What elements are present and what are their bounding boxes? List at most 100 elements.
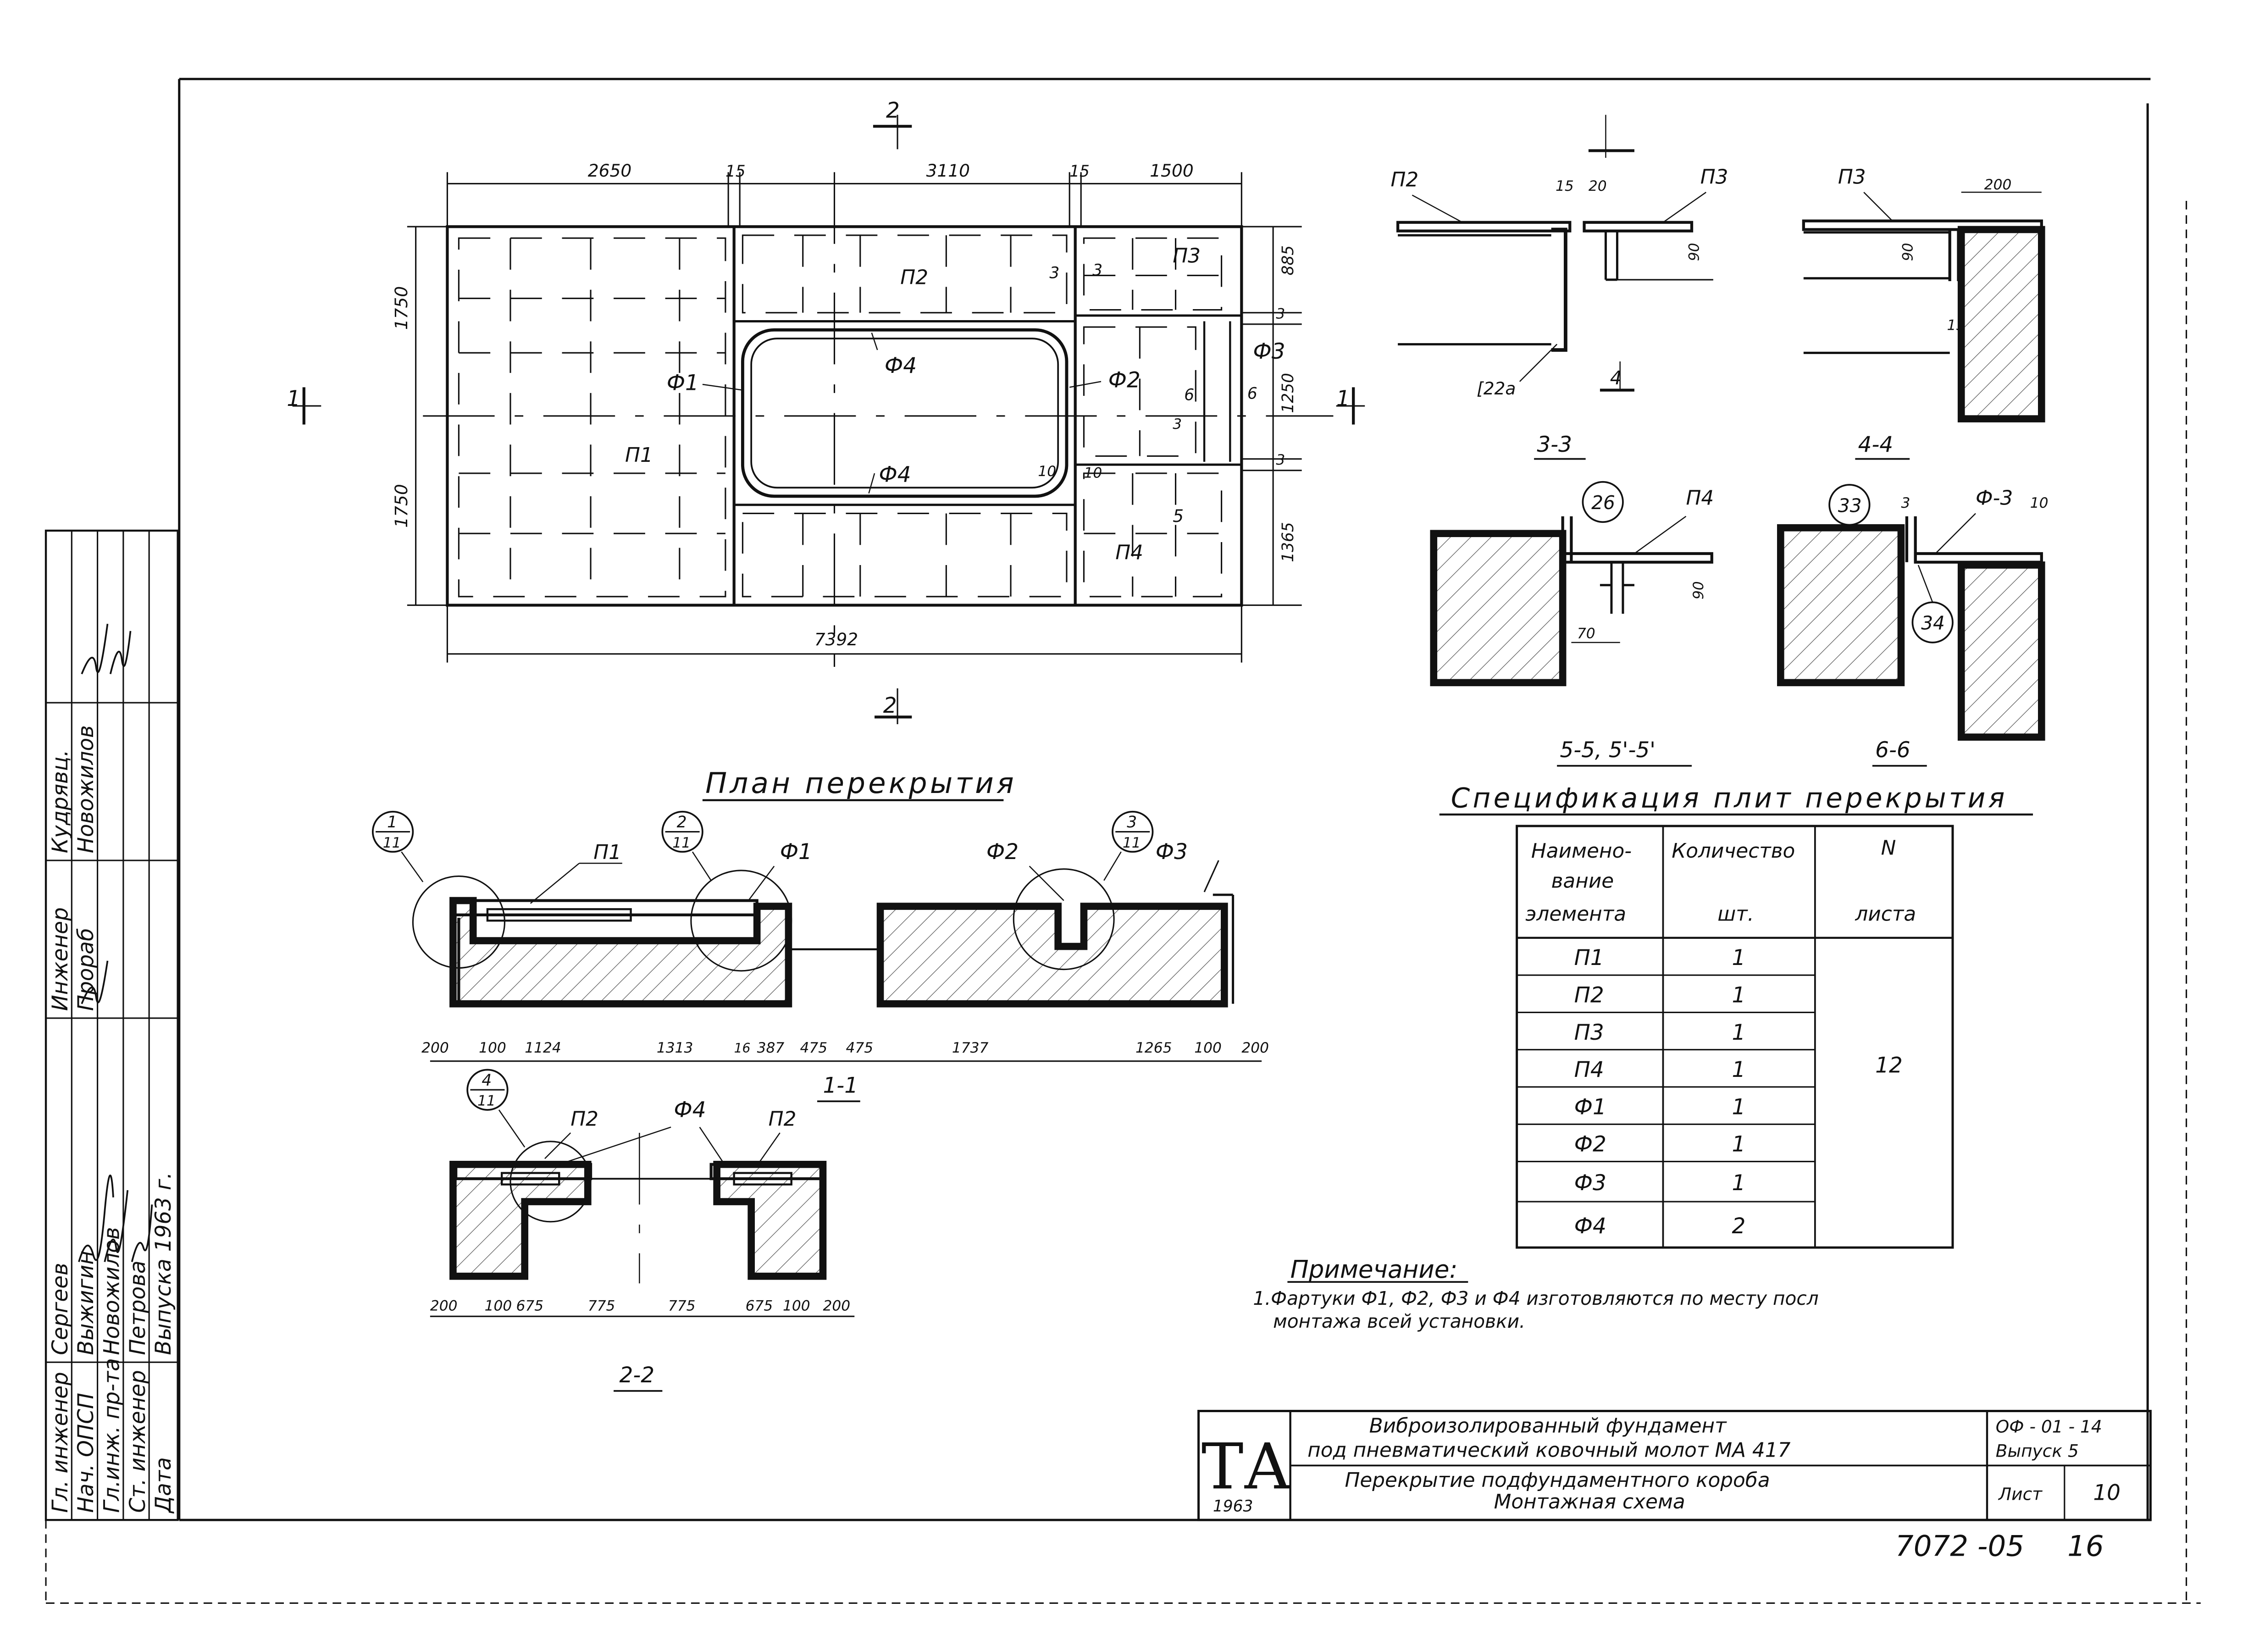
- plan-label-p2: П2: [900, 266, 928, 289]
- floor-plan: 2650 15 3110 15 1500 7392 1750 1750 885 …: [287, 98, 1365, 801]
- title-issue: Выпуск 5: [1996, 1441, 2079, 1461]
- cut-mark-2-top-label: 2: [886, 98, 900, 123]
- d44-dim-1: 200: [1984, 177, 2012, 193]
- plan-inner-dim-1: 3: [1049, 264, 1059, 283]
- section-1-1-title: 1-1: [823, 1073, 858, 1098]
- plan-label-f4-bottom: Ф4: [879, 462, 911, 488]
- spec-row-name: Ф4: [1574, 1214, 1606, 1239]
- spec-row-name: П3: [1574, 1020, 1604, 1045]
- detail-5-5-title: 5-5, 5'-5': [1560, 737, 1656, 763]
- d55-circle: 26: [1591, 492, 1615, 514]
- stamp-role-5: Дата: [151, 1457, 176, 1513]
- callout-1-sheet: 11: [383, 835, 401, 851]
- section-1-label-f2: Ф2: [986, 839, 1019, 865]
- cut-mark-1-right-label: 1: [1336, 386, 1350, 411]
- d33-label-p2: П2: [1390, 168, 1418, 192]
- spec-header-sheet-1: N: [1881, 837, 1896, 860]
- d33-dim-2: 20: [1589, 178, 1607, 194]
- spec-row-name: П1: [1574, 945, 1604, 970]
- s11-dim-10: 1265: [1135, 1040, 1172, 1056]
- s22-dim-6: 675: [746, 1298, 773, 1314]
- d66-dim-2: 10: [2030, 495, 2049, 511]
- plan-inner-dim-5: 10: [1038, 463, 1056, 480]
- plan-dim-top-2: 15: [725, 162, 746, 181]
- callout-2-sheet: 11: [672, 835, 691, 851]
- section-2-2-title: 2-2: [620, 1363, 655, 1388]
- spec-row-qty: 1: [1732, 1170, 1746, 1196]
- callout-1-11: 1 11: [371, 810, 424, 882]
- spec-header-qty-2: шт.: [1717, 902, 1754, 926]
- callout-4-num: 4: [482, 1071, 492, 1090]
- s11-dim-6: 387: [757, 1040, 785, 1056]
- spec-row-name: П2: [1574, 983, 1604, 1008]
- d55-dim-1: 90: [1690, 581, 1707, 599]
- callout-4-11: 4 11: [466, 1069, 526, 1148]
- detail-3-3: П2 П3 [22а 15 20 90 4 3-3: [1390, 115, 1728, 460]
- section-1-label-f3: Ф3: [1156, 839, 1188, 865]
- spec-row-qty: 1: [1732, 1057, 1746, 1082]
- callout-3-11: 3 11: [1103, 810, 1154, 881]
- s22-dim-7: 100: [783, 1298, 810, 1314]
- s11-dim-1: 200: [421, 1040, 449, 1056]
- note-title: Примечание:: [1290, 1255, 1458, 1284]
- d33-cut-mark: 4: [1610, 367, 1622, 389]
- title-line-4: Монтажная схема: [1494, 1490, 1685, 1513]
- note-line-1: 1.Фартуки Ф1, Ф2, Ф3 и Ф4 изготовляются …: [1253, 1287, 1818, 1309]
- spec-row-qty: 1: [1732, 1094, 1746, 1120]
- plan-inner-dim-4: 6: [1247, 384, 1257, 403]
- spec-table: Спецификация плит перекрытия Наимено- ва…: [1439, 782, 2033, 1249]
- callout-2-11: 2 11: [661, 810, 712, 881]
- callout-2-num: 2: [677, 813, 687, 832]
- spec-sheet-no: 12: [1875, 1053, 1903, 1078]
- d55-dim-2: 70: [1577, 625, 1595, 642]
- title-line-1: Виброизолированный фундамент: [1369, 1414, 1728, 1437]
- spec-row-qty: 1: [1732, 1132, 1746, 1157]
- plan-dim-bottom: 7392: [814, 629, 858, 649]
- stamp-role-3: Гл.инж. пр-та: [99, 1358, 124, 1513]
- s11-dim-2: 100: [479, 1040, 506, 1056]
- plan-label-f1: Ф1: [667, 371, 699, 396]
- spec-row-name: Ф1: [1574, 1094, 1606, 1120]
- s11-dim-7: 475: [800, 1040, 827, 1056]
- sheet-frame: [45, 78, 2201, 1604]
- spec-row-name: Ф2: [1574, 1132, 1606, 1157]
- cut-mark-2-bottom-label: 2: [883, 693, 897, 718]
- d33-label-channel: [22а: [1477, 378, 1516, 399]
- s11-dim-5: 16: [734, 1041, 751, 1056]
- stamp-role-1: Гл. инженер: [48, 1372, 73, 1513]
- stamp-role-4: Ст. инженер: [125, 1370, 150, 1513]
- s11-dim-12: 200: [1241, 1040, 1269, 1056]
- title-line-3: Перекрытие подфундаментного короба: [1345, 1469, 1770, 1492]
- s22-label-p2a: П2: [570, 1107, 598, 1131]
- title-sheet-label: Лист: [1998, 1484, 2043, 1504]
- s22-dim-1: 200: [430, 1298, 458, 1314]
- s22-dim-3: 675: [516, 1298, 543, 1314]
- title-sheet-no: 10: [2093, 1480, 2121, 1505]
- detail-5-5: 26 П4 90 70 5-5, 5'-5': [1430, 481, 1714, 767]
- plan-label-p4: П4: [1115, 541, 1143, 565]
- plan-label-p3: П3: [1173, 244, 1201, 267]
- plan-inner-dim-6: 10: [1084, 465, 1102, 481]
- plan-dim-right-4: 3: [1276, 452, 1285, 468]
- section-1-1: 1 11 2 11 3 11 П1 Ф1 Ф2 Ф3 200 100: [371, 810, 1269, 1103]
- d66-dim-1: 3: [1901, 495, 1910, 511]
- signature: [78, 623, 153, 1262]
- d55-label-p4: П4: [1686, 487, 1714, 510]
- d44-label-p3: П3: [1838, 165, 1866, 188]
- plan-dim-left-2: 1750: [391, 484, 411, 527]
- stamp-col2-role-1: Инженер: [48, 907, 73, 1011]
- plan-label-f3: Ф3: [1253, 339, 1285, 364]
- cut-mark-1-right: 1: [1336, 386, 1365, 425]
- stamp-col3-role-2: Новожилов: [73, 725, 99, 853]
- spec-row-name: П4: [1574, 1057, 1604, 1082]
- plan-dim-right-1: 885: [1279, 245, 1297, 276]
- cut-mark-1-left: 1: [287, 386, 321, 425]
- plan-dim-right-5: 1365: [1279, 522, 1297, 562]
- s11-dim-4: 1313: [657, 1040, 693, 1056]
- s11-dim-11: 100: [1194, 1040, 1222, 1056]
- spec-row-qty: 1: [1732, 945, 1746, 970]
- s11-dim-3: 1124: [525, 1040, 561, 1056]
- plan-label-p1: П1: [625, 443, 653, 467]
- stamp-col2-role-2: Прораб: [73, 928, 99, 1011]
